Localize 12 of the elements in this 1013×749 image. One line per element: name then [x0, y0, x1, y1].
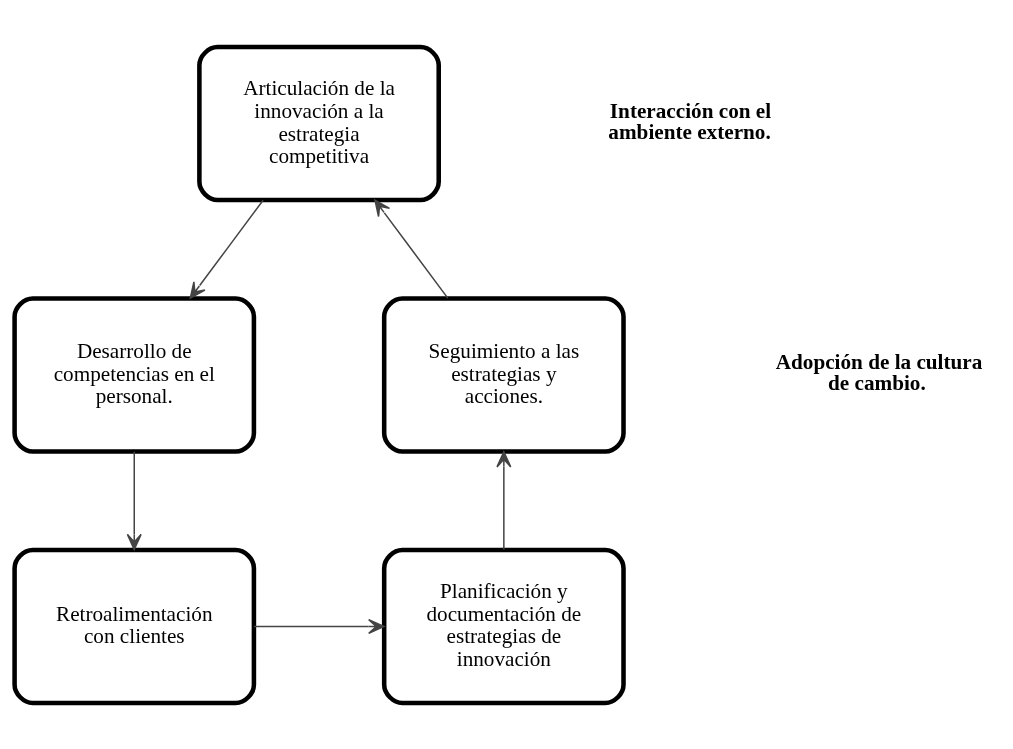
- arrow: [189, 199, 264, 299]
- node-box: Seguimiento a las estrategias y acciones.: [381, 295, 626, 454]
- arrow: [126, 450, 142, 550]
- node-box: Desarrollo de competencias en el personal.: [12, 295, 257, 454]
- arrow: [253, 618, 385, 634]
- label: Adopción de la cultura de cambio.: [775, 349, 983, 395]
- node-box: Retroalimentación con clientes: [12, 547, 257, 705]
- node-box: Articulación de la innovación a la estrategia competitiva: [197, 44, 441, 202]
- arrow: [496, 450, 512, 550]
- label: Interacción con el ambiente externo.: [608, 98, 772, 144]
- node-box: Planificación y documentación de estrategias de innovación: [381, 547, 626, 705]
- arrow: [374, 199, 449, 299]
